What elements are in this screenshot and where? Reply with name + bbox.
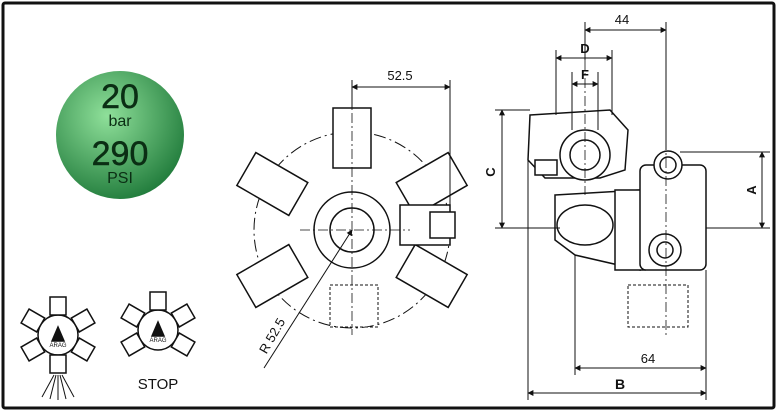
dim-c: C bbox=[483, 167, 498, 177]
dim-f: F bbox=[581, 67, 589, 82]
dim-a: A bbox=[744, 185, 759, 195]
dim-64: 64 bbox=[641, 351, 655, 366]
side-view bbox=[527, 60, 707, 335]
stop-nozzle-icon: ARAG bbox=[120, 291, 196, 357]
dim-d: D bbox=[580, 41, 589, 56]
spraying-nozzle-icon: ARAG bbox=[20, 296, 96, 400]
logo-text-2: ARAG bbox=[149, 338, 166, 344]
dim-44: 44 bbox=[615, 12, 629, 27]
front-view bbox=[235, 95, 469, 369]
front-width-dim: 52.5 bbox=[387, 68, 412, 83]
badge-bar-value: 20 bbox=[101, 78, 139, 116]
front-radius-dim: R 52.5 bbox=[256, 315, 288, 356]
badge-bar-unit: bar bbox=[108, 113, 132, 130]
stop-label: STOP bbox=[138, 376, 179, 393]
badge-psi-value: 290 bbox=[92, 135, 149, 173]
side-dimensions bbox=[495, 22, 770, 400]
pressure-badge: 20 bar 290 PSI bbox=[56, 71, 184, 199]
logo-text-1: ARAG bbox=[49, 343, 66, 349]
dimension-52-5 bbox=[351, 80, 451, 205]
badge-psi-unit: PSI bbox=[107, 170, 133, 187]
dim-b: B bbox=[615, 376, 625, 392]
